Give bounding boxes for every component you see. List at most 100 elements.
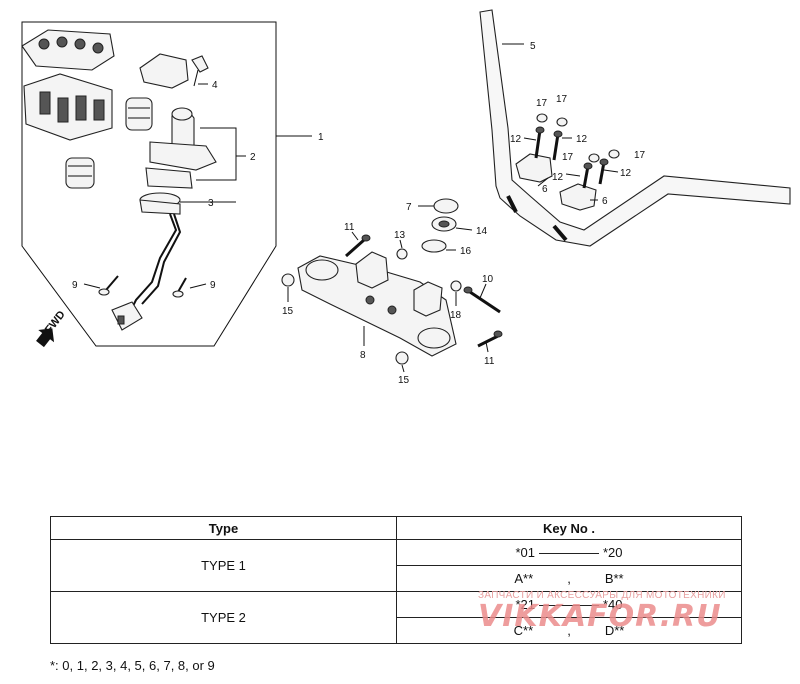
callout-17c: 17 [562, 152, 574, 163]
table-row: C**, D** [51, 617, 742, 644]
comma: , [567, 571, 571, 586]
table-row: TYPE 1 *01 *20 [50, 539, 742, 592]
callout-17d: 17 [634, 150, 646, 161]
key-cover [139, 53, 189, 89]
range-start: *01 [515, 545, 535, 560]
handlebar-holder-upper-right [559, 183, 597, 211]
callout-12c: 12 [552, 172, 564, 183]
cap-17-a [536, 113, 548, 123]
range-dash [539, 605, 599, 607]
range-end: *20 [603, 545, 623, 560]
callout-6b: 6 [602, 196, 608, 207]
fwd-label: FWD [43, 309, 68, 336]
callout-12a: 12 [510, 134, 522, 145]
leader-11a [351, 231, 359, 241]
type-cell: TYPE 2 [50, 591, 397, 644]
callout-10: 10 [482, 274, 494, 285]
callout-17b: 17 [556, 94, 568, 105]
bolt-10 [463, 286, 501, 314]
switch-spring [65, 157, 95, 189]
bolt-12-b [552, 130, 563, 161]
handlebar-holder-upper-left [515, 153, 553, 183]
washer-16 [421, 239, 447, 253]
callout-5: 5 [530, 41, 536, 52]
bolt-11-upper [345, 234, 371, 258]
callout-12d: 12 [620, 168, 632, 179]
leader-12c [603, 169, 619, 173]
leader-6a [537, 177, 549, 187]
callout-9a: 9 [72, 280, 78, 291]
callout-12b: 12 [576, 134, 588, 145]
handlebar [479, 9, 791, 247]
bolt-9-right [172, 277, 187, 298]
range-dash [539, 553, 599, 555]
callout-16: 16 [460, 246, 472, 257]
leader-10 [479, 283, 487, 299]
table-row: TYPE 2 *21*40 [50, 591, 742, 644]
callout-11a: 11 [344, 222, 355, 233]
bolt-12-c [598, 158, 609, 185]
switch-rotor [125, 97, 153, 131]
type-cell: TYPE 1 [50, 539, 397, 592]
footnote: *: 0, 1, 2, 3, 4, 5, 6, 7, 8, or 9 [50, 658, 215, 673]
top-bridge [297, 251, 457, 357]
key-code-a: A** [514, 571, 534, 586]
range-end: *40 [603, 597, 623, 612]
leader-14 [455, 227, 473, 231]
callout-18: 18 [450, 310, 462, 321]
bolt-12-d [582, 162, 593, 189]
washer-18 [450, 280, 462, 292]
comma: , [567, 623, 571, 638]
callout-2: 2 [250, 152, 256, 163]
leader-12a [523, 137, 537, 141]
cap-17-c [588, 153, 600, 163]
leader-15b [401, 364, 405, 373]
bolt-11-lower [477, 330, 503, 348]
leader-13 [399, 239, 403, 249]
switch-terminal-plate [21, 29, 115, 71]
fwd-arrow-icon [36, 328, 55, 348]
leader-2 [196, 127, 246, 181]
callout-6a: 6 [542, 184, 548, 195]
leader-11b [485, 341, 489, 353]
header-key-no: Key No . [396, 516, 742, 540]
key-codes-cell: C**, D** [396, 617, 742, 644]
callout-15a: 15 [282, 306, 294, 317]
handlebar-knurl-1 [506, 195, 518, 213]
callout-14: 14 [476, 226, 488, 237]
leader-9b [189, 283, 207, 289]
bolt-12-a [534, 126, 545, 159]
bolt-9-left [98, 275, 119, 296]
table-row: A**, B** [51, 565, 742, 592]
callout-13: 13 [394, 230, 406, 241]
nut-13 [396, 248, 408, 260]
nut-15-lower [395, 351, 409, 365]
wire-harness-2 [141, 213, 182, 305]
callout-7: 7 [406, 202, 412, 213]
handlebar-knurl-2 [552, 224, 568, 242]
callout-8: 8 [360, 350, 366, 361]
seal-7 [433, 198, 459, 214]
key-number-table: Type Key No . TYPE 1 *01 *20 A**, B** TYPE… [50, 516, 742, 644]
wire-harness [129, 213, 178, 313]
key-range-cell: *21*40 [396, 591, 742, 618]
switch-contact-base [23, 73, 113, 141]
key-code-a: C** [513, 623, 534, 638]
ignition-cylinder [139, 107, 217, 215]
key-code-b: D** [604, 623, 625, 638]
callout-11b: 11 [484, 356, 495, 367]
callout-15b: 15 [398, 375, 410, 386]
table-header-row: Type Key No . [50, 516, 742, 540]
wire-connector [111, 301, 143, 331]
callout-17a: 17 [536, 98, 548, 109]
callout-9b: 9 [210, 280, 216, 291]
assembly-frame [21, 21, 277, 347]
callout-3: 3 [208, 198, 214, 209]
leader-9a [83, 283, 101, 289]
cap-17-d [608, 149, 620, 159]
key-code-b: B** [604, 571, 624, 586]
parts-diagram: FWD [21, 9, 791, 386]
cap-17-b [556, 117, 568, 127]
nut-15-left [281, 273, 295, 287]
callout-4: 4 [212, 80, 218, 91]
